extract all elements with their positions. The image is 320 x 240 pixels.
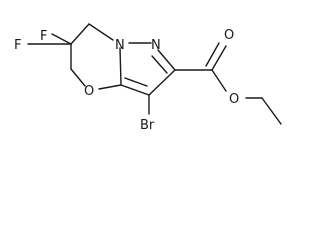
bond-carbonyl-to-o-ester [211,69,227,92]
bond-c3-to-c3a-double [124,77,148,87]
atom-f-left: F [14,38,21,53]
atom-o-ring: O [84,84,94,99]
chemical-structure-diagram: F F N N O O O Br [14,23,282,133]
bond-carbonyl-double-2 [205,42,220,67]
bond-n1-to-ch2-top [88,23,114,41]
atom-f-top: F [40,29,47,44]
bond-o-ring-to-c3a [98,84,122,90]
atom-n2: N [151,38,161,53]
bond-c2-to-c3 [148,69,176,96]
atom-n1: N [115,38,125,53]
bond-cf2-to-f-top [51,33,72,45]
atom-o-ester: O [229,92,239,107]
bond-ch2-to-ch3 [261,97,282,125]
bond-carbonyl-double-1 [211,45,227,71]
atom-br: Br [140,118,155,133]
molecule-drawing: F F N N O O O Br [14,23,282,133]
bond-n2-to-c2 [157,49,176,71]
bond-n2-to-c2-double [151,55,168,74]
bond-c3a-to-n1 [119,47,122,86]
bond-ch2-to-o-ring [70,68,86,87]
bond-ch2-to-cf2-top [70,23,90,45]
bond-c3-to-c3a [120,84,150,96]
atom-o-carbonyl: O [224,28,234,43]
